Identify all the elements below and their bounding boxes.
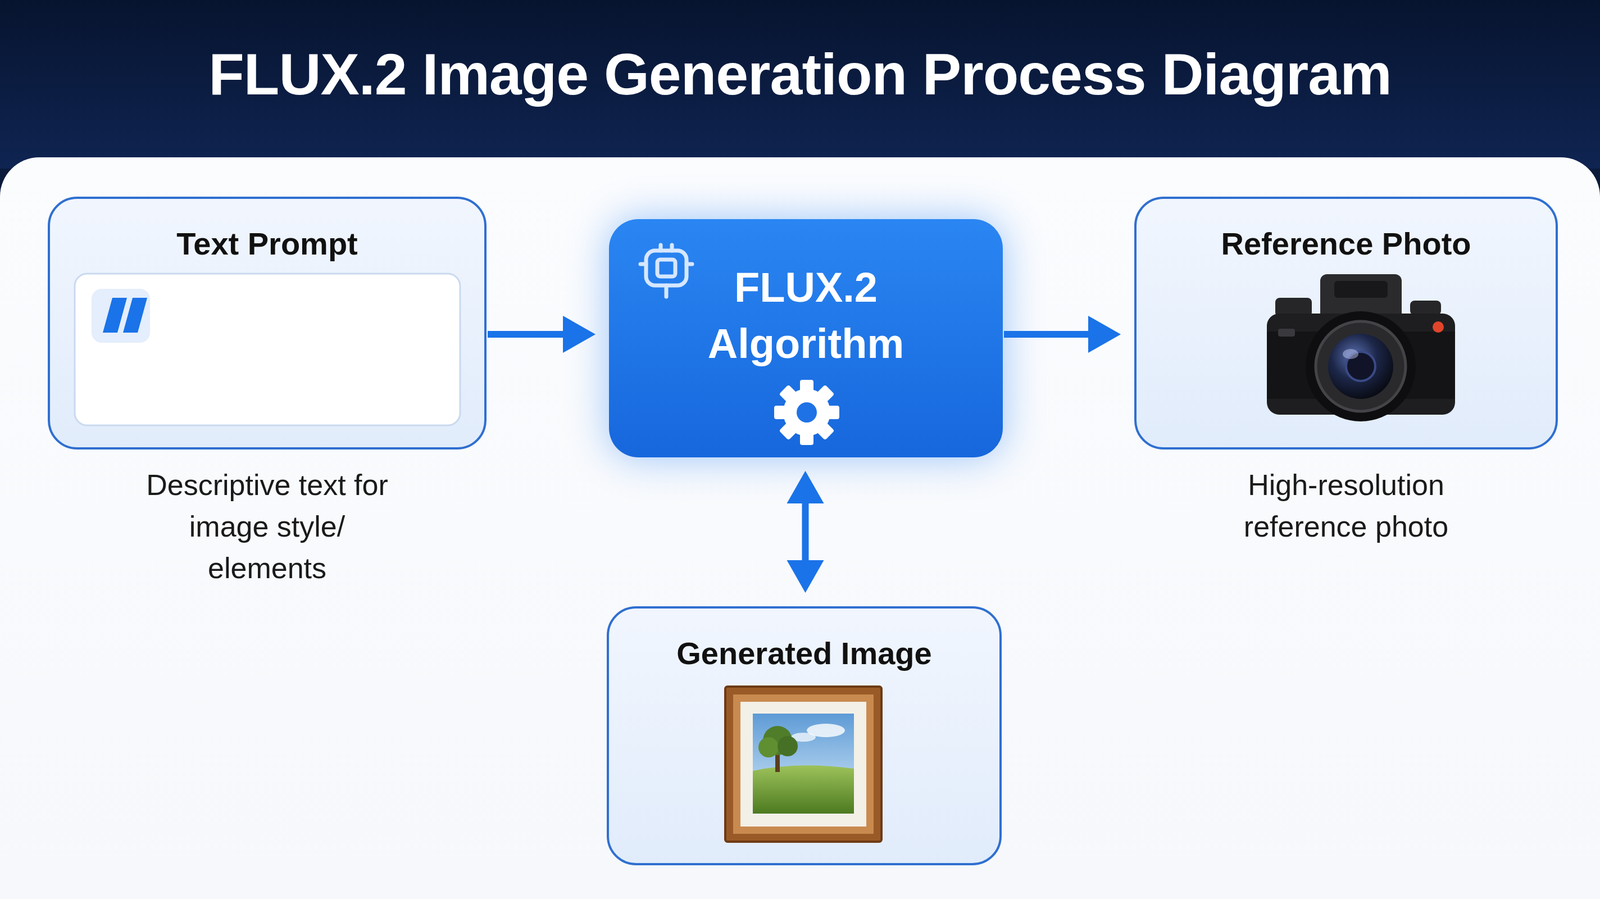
box-heading: Reference Photo <box>1136 224 1556 263</box>
connector-arrow <box>487 315 596 353</box>
box-heading: Text Prompt <box>50 224 485 263</box>
box-caption: Descriptive text for image style/ elemen… <box>138 464 397 589</box>
camera-illustration <box>1266 274 1456 422</box>
chip-icon <box>640 244 693 297</box>
process-label: FLUX.2 Algorithm <box>676 259 936 372</box>
box-heading: Generated Image <box>608 634 1000 673</box>
connector-arrow <box>787 470 825 593</box>
box-caption: High-resolution reference photo <box>1216 464 1476 548</box>
framed-picture <box>725 686 882 842</box>
prompt-input-box <box>74 273 461 426</box>
diagram-title: FLUX.2 Image Generation Process Diagram <box>0 34 1600 114</box>
connector-arrow <box>1003 315 1121 353</box>
gear-icon <box>774 379 840 445</box>
